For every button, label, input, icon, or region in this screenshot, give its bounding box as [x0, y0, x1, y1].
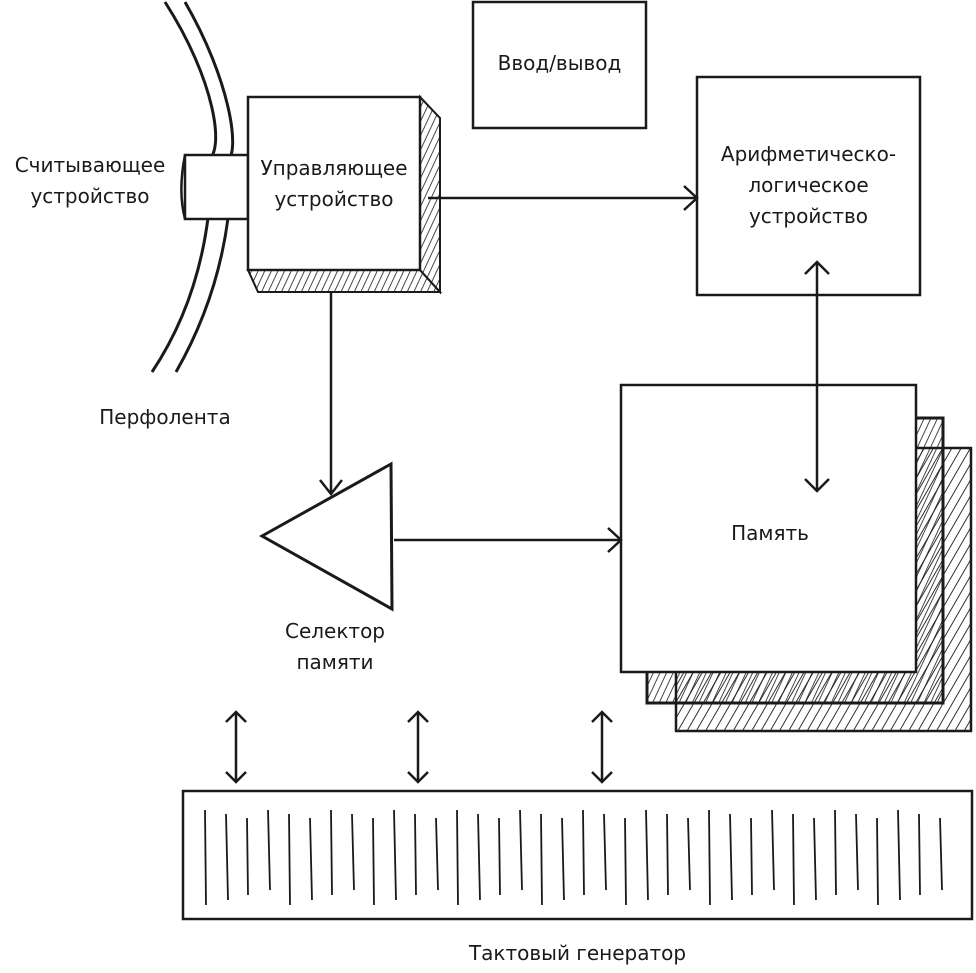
alu-label: Арифметическо- логическое устройство [697, 139, 920, 232]
clock-tick [498, 817, 501, 896]
clock-tick [456, 809, 459, 906]
alu-label-line3: устройство [748, 204, 869, 228]
clock-tick [729, 813, 733, 901]
clock-tick [267, 809, 271, 891]
clock-tick [309, 817, 313, 901]
io-box [471, 0, 648, 130]
clock-tick [246, 817, 249, 896]
clock-label: Тактовый генератор [468, 941, 687, 965]
clock-tick [582, 809, 585, 896]
alu-label-line1: Арифметическо- [720, 142, 897, 166]
clock-tick [414, 813, 417, 896]
control-label-line1: Управляющее [260, 156, 408, 180]
reader-label-line1: Считывающее [14, 153, 166, 177]
clock-tick [897, 809, 901, 901]
selector-label-line1: Селектор [284, 619, 386, 643]
clock-tick [288, 813, 291, 906]
arrow-selector-to-memory [394, 527, 623, 553]
selector-label: Селектор памяти [250, 616, 420, 678]
tape-arc-outer [163, 1, 218, 162]
tape-arc-inner [183, 1, 235, 162]
selector-label-line2: памяти [296, 650, 374, 674]
control-label: Управляющее устройство [248, 153, 420, 215]
clock-tick [834, 809, 837, 896]
clock-tick [708, 809, 711, 906]
clock-tick [477, 813, 481, 901]
arrow-alu-memory-bidirectional [804, 260, 830, 493]
clock-tick [435, 817, 439, 891]
clock-tick [330, 809, 333, 896]
memory-stack [619, 383, 973, 733]
clock-tick [666, 813, 669, 896]
clock-tick [351, 813, 355, 891]
clock-generator-bar [181, 789, 974, 921]
reader-device [180, 153, 250, 221]
alu-label-line2: логическое [748, 173, 869, 197]
connections [225, 185, 830, 784]
clock-tick [813, 817, 817, 901]
clock-tick [645, 809, 649, 901]
clock-tick [393, 809, 397, 901]
io-label: Ввод/вывод [497, 51, 622, 75]
clock-tick [624, 817, 627, 906]
tape-label: Перфолента [99, 405, 231, 429]
tape-arc-outer-lower [150, 217, 210, 373]
reader-label: Считывающее устройство [0, 150, 180, 212]
selector-triangle [258, 461, 394, 612]
arrow-clock-2 [407, 710, 429, 784]
control-label-line2: устройство [274, 187, 394, 211]
clock-tick [225, 813, 229, 901]
clock-tick [939, 817, 943, 891]
clock-tick [918, 813, 921, 896]
arrow-control-to-selector [319, 292, 343, 497]
clock-tick [855, 813, 859, 891]
clock-tick [876, 817, 879, 906]
clock-tick [792, 813, 795, 906]
reader-label-line2: устройство [30, 184, 150, 208]
clock-tick [540, 813, 543, 906]
clock-tick [372, 817, 375, 906]
arrow-control-to-alu [428, 185, 699, 211]
clock-tick [204, 809, 207, 906]
clock-tick [561, 817, 565, 901]
clock-tick [750, 817, 753, 896]
control-unit-box [246, 94, 443, 295]
arrow-clock-3 [591, 710, 613, 784]
memory-label: Память [731, 521, 809, 545]
arrow-clock-1 [225, 710, 247, 784]
clock-tick [519, 809, 523, 891]
clock-tick [687, 817, 691, 891]
clock-ticks [204, 809, 943, 906]
clock-tick [603, 813, 607, 891]
tape-arc-inner-lower [174, 217, 230, 373]
clock-tick [771, 809, 775, 891]
alu-box [695, 75, 922, 297]
